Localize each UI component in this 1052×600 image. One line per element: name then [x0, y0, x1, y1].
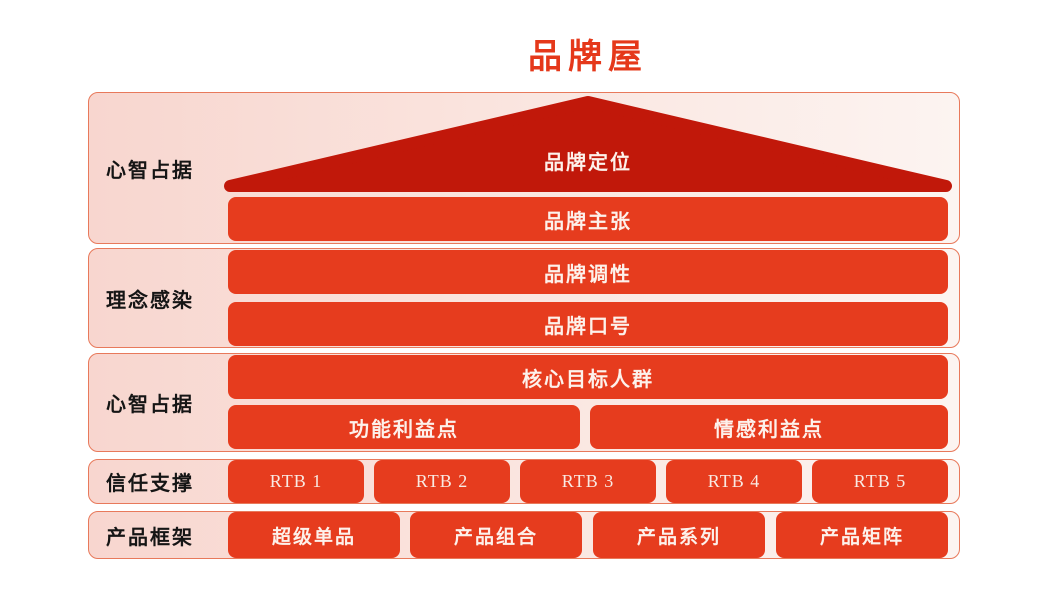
section-label: 信任支撑: [106, 473, 194, 495]
cell-super-product: 超级单品: [228, 512, 400, 558]
section-label: 产品框架: [106, 526, 194, 549]
bar-emotional-benefit: 情感利益点: [590, 405, 948, 449]
roof-triangle-icon: [224, 96, 952, 192]
cell-rtb-4: RTB 4: [666, 460, 802, 503]
bar-brand-tone: 品牌调性: [228, 250, 948, 294]
section-label: 理念感染: [106, 289, 194, 312]
section-label: 心智占据: [106, 394, 194, 416]
cell-rtb-1: RTB 1: [228, 460, 364, 503]
cell-product-combo: 产品组合: [410, 512, 582, 558]
bar-core-audience: 核心目标人群: [228, 355, 948, 399]
cell-product-series: 产品系列: [593, 512, 765, 558]
bar-brand-slogan: 品牌口号: [228, 302, 948, 346]
roof-label: 品牌定位: [544, 151, 632, 174]
cell-rtb-2: RTB 2: [374, 460, 510, 503]
bar-functional-benefit: 功能利益点: [228, 405, 580, 449]
cell-rtb-3: RTB 3: [520, 460, 656, 503]
page-title: 品牌屋: [528, 39, 648, 76]
cell-product-matrix: 产品矩阵: [776, 512, 948, 558]
section-label: 心智占据: [106, 159, 194, 182]
bar-brand-claim: 品牌主张: [228, 197, 948, 241]
cell-rtb-5: RTB 5: [812, 460, 948, 503]
